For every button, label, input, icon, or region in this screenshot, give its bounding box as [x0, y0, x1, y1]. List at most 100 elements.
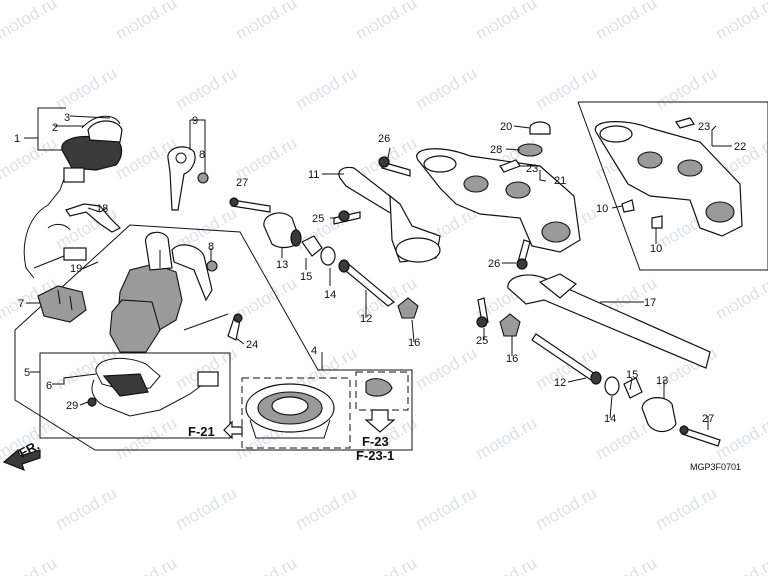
connector-19 [33, 247, 87, 269]
callout-5: 5 [24, 367, 30, 379]
callout-8-top: 8 [199, 149, 205, 161]
callout-14-left: 14 [324, 289, 336, 301]
watermark-text: motod.ru [713, 413, 768, 463]
callout-10-a: 10 [596, 203, 608, 215]
callout-10-b: 10 [650, 243, 662, 255]
handle-grip-11 [338, 166, 441, 263]
callout-4: 4 [311, 345, 317, 357]
watermark-text: motod.ru [53, 483, 121, 533]
callout-23-center: 23 [526, 163, 538, 175]
callout-2: 2 [52, 122, 58, 134]
watermark-text: motod.ru [293, 483, 361, 533]
rubber-15-left [301, 235, 323, 257]
callout-27-left: 27 [236, 177, 248, 189]
callout-16-right: 16 [506, 353, 518, 365]
bolt-25-right [476, 297, 489, 328]
watermark-text: motod.ru [533, 343, 601, 393]
watermark-text: motod.ru [713, 273, 768, 323]
top-bridge-21 [416, 148, 581, 253]
label-23-inset [675, 117, 695, 129]
top-bridge-22 [594, 121, 743, 237]
callout-26-left: 26 [378, 133, 390, 145]
fuel-cap-dashed-box [241, 377, 351, 449]
watermark-text: motod.ru [293, 203, 361, 253]
ignition-group-outline [14, 224, 413, 451]
weight-rod-12-left [338, 259, 396, 307]
rubber-15-right [623, 377, 643, 399]
cap-10-a [621, 199, 635, 213]
callout-17: 17 [644, 297, 656, 309]
bar-end-weight-13-right [641, 397, 677, 433]
watermark-text: motod.ru [0, 133, 60, 183]
bolt-26-right [516, 239, 531, 270]
callout-22: 22 [734, 141, 746, 153]
leader-lines [24, 107, 732, 430]
watermark-text: motod.ru [593, 553, 661, 576]
bolt-27-left [229, 197, 271, 213]
ref-left-arrow [223, 420, 243, 440]
callout-21: 21 [554, 175, 566, 187]
callout-12-right: 12 [554, 377, 566, 389]
bolt-27-right [679, 425, 721, 447]
callout-19: 19 [70, 263, 82, 275]
callout-25-right: 25 [476, 335, 488, 347]
callout-29: 29 [66, 400, 78, 412]
callout-12-left: 12 [360, 313, 372, 325]
callout-27-right: 27 [702, 413, 714, 425]
watermark-text: motod.ru [533, 483, 601, 533]
callout-8-mid: 8 [208, 241, 214, 253]
front-arrow [2, 448, 41, 472]
collar-14-right [604, 376, 620, 396]
bolt-26-left [378, 156, 411, 177]
ignition-key-9 [167, 146, 196, 211]
washer-8-top [197, 172, 209, 184]
diagram-code: MGP3F0701 [690, 462, 741, 472]
watermark-text: motod.ru [593, 0, 661, 43]
callout-3: 3 [64, 112, 70, 124]
callout-25-left: 25 [312, 213, 324, 225]
fuel-cap-bracket [365, 378, 393, 397]
watermark-text: motod.ru [0, 0, 60, 43]
callout-7: 7 [18, 298, 24, 310]
cap-10-b [651, 215, 663, 229]
nut-16-right [499, 313, 521, 337]
ref-f23: F-23 [362, 434, 389, 449]
cap-20 [529, 121, 551, 135]
callout-15-right: 15 [626, 369, 638, 381]
watermark-text: motod.ru [413, 343, 481, 393]
ignition-switch-6 [87, 358, 219, 417]
callout-6: 6 [46, 380, 52, 392]
ref-down-arrow [364, 409, 396, 433]
watermark-text: motod.ru [653, 483, 721, 533]
watermark-text: motod.ru [53, 63, 121, 113]
ignition-switch-box [39, 352, 231, 439]
callout-24: 24 [246, 339, 258, 351]
callout-20: 20 [500, 121, 512, 133]
bolt-24 [227, 313, 243, 341]
ref-f21: F-21 [188, 424, 215, 439]
callout-1: 1 [14, 133, 20, 145]
watermark-text: motod.ru [233, 553, 301, 576]
watermark-text: motod.ru [413, 483, 481, 533]
handlebar-switch-assembly [23, 115, 123, 279]
ignition-lock-cylinder [109, 231, 213, 353]
callout-14-right: 14 [604, 413, 616, 425]
watermark-text: motod.ru [113, 0, 181, 43]
callout-15-left: 15 [300, 271, 312, 283]
watermark-text: motod.ru [353, 0, 421, 43]
watermark-text: motod.ru [473, 0, 541, 43]
watermark-text: motod.ru [413, 63, 481, 113]
callout-26-right: 26 [488, 258, 500, 270]
watermark-text: motod.ru [113, 553, 181, 576]
watermark-text: motod.ru [173, 483, 241, 533]
nut-16-left [397, 297, 419, 319]
callout-13-left: 13 [276, 259, 288, 271]
watermark-text: motod.ru [473, 413, 541, 463]
callout-11: 11 [308, 169, 319, 181]
collar-14-left [320, 246, 336, 266]
bolt-25-left [333, 210, 361, 225]
watermark-text: motod.ru [713, 553, 768, 576]
watermark-text: motod.ru [233, 0, 301, 43]
